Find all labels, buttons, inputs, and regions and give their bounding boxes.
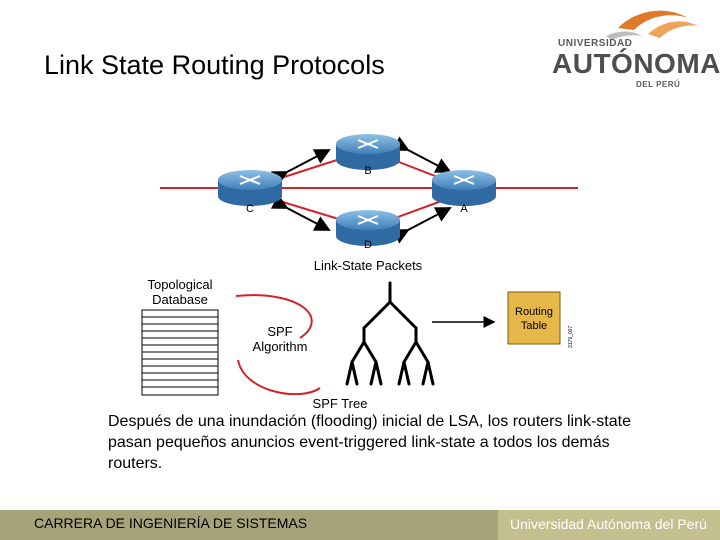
- router-b: B: [336, 134, 400, 177]
- topo-db-label-1: Topological: [147, 277, 212, 292]
- lsp-label: Link-State Packets: [314, 258, 423, 273]
- slide-caption: Después de una inundación (flooding) ini…: [108, 413, 631, 472]
- spf-label-2: Algorithm: [253, 339, 308, 354]
- logo-line-1: UNIVERSIDAD: [558, 38, 633, 49]
- footer-program: CARRERA DE INGENIERÍA DE SISTEMAS: [34, 515, 308, 531]
- logo-line-2: AUTÓNOMA: [552, 48, 720, 79]
- router-d: D: [336, 210, 400, 251]
- footer-bar: CARRERA DE INGENIERÍA DE SISTEMAS Univer…: [0, 510, 720, 540]
- spf-tree: [345, 281, 435, 386]
- logo-swoosh-icon: [606, 10, 698, 40]
- lsp-arrows: [270, 136, 452, 244]
- router-c: C: [218, 170, 282, 215]
- university-logo: UNIVERSIDAD AUTÓNOMA DEL PERÚ: [548, 6, 720, 96]
- topo-db-label-2: Database: [152, 292, 208, 307]
- routing-table-box: [507, 291, 561, 345]
- routing-table-label-1: Routing: [515, 306, 553, 318]
- router-a: A: [432, 170, 496, 215]
- spf-tree-label: SPF Tree: [313, 396, 368, 411]
- footer-university-panel: Universidad Autónoma del Perú: [498, 510, 720, 540]
- router-b-label: B: [364, 165, 371, 177]
- figure-code: 3179_007: [568, 326, 574, 348]
- router-d-label: D: [364, 239, 372, 251]
- topological-database-table: [141, 309, 219, 396]
- spf-algorithm-arcs: [235, 294, 321, 396]
- router-a-label: A: [460, 203, 468, 215]
- logo-line-3: DEL PERÚ: [636, 80, 681, 89]
- spf-label-1: SPF: [267, 324, 292, 339]
- slide-title: Link State Routing Protocols: [44, 50, 385, 80]
- footer-university: Universidad Autónoma del Perú: [510, 516, 707, 532]
- routing-table-label-2: Table: [521, 320, 547, 332]
- router-c-label: C: [246, 203, 254, 215]
